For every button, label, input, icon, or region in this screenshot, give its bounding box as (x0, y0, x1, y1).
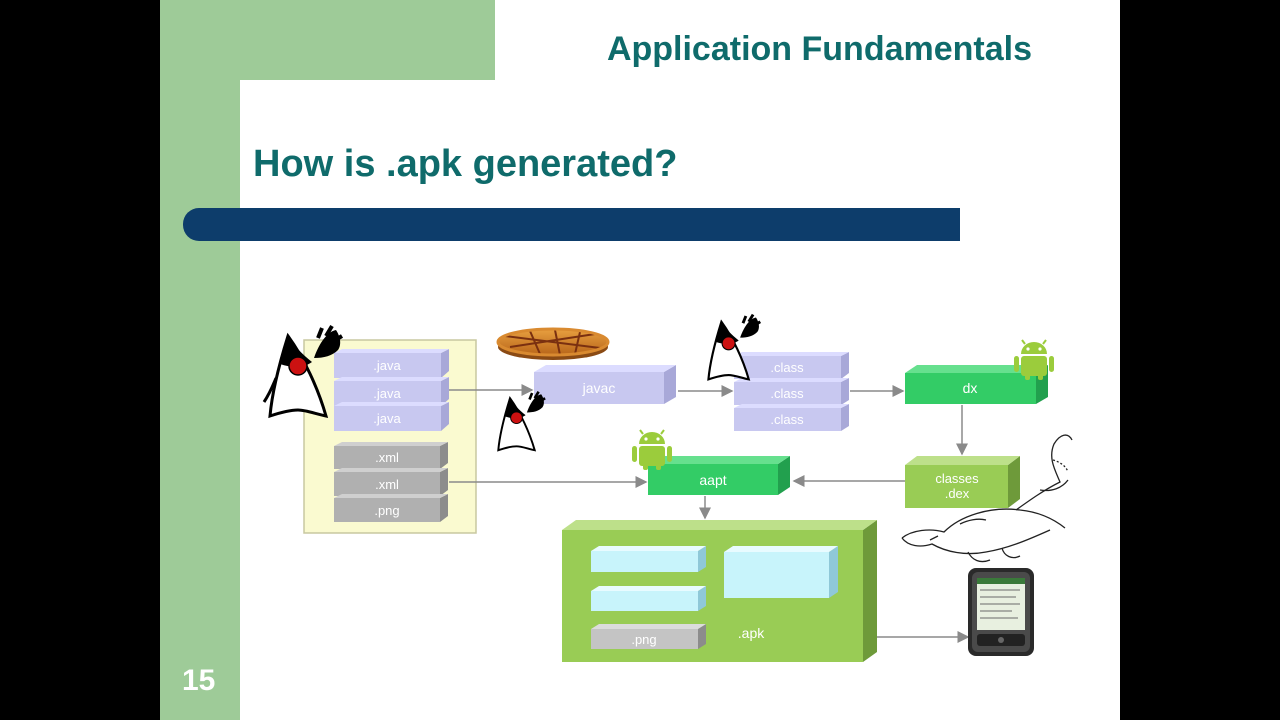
classes-dex-box: classes .dex (905, 456, 1020, 508)
java-file-label: .java (373, 411, 401, 426)
title-underline-bar (183, 208, 960, 241)
apk-label: .apk (738, 625, 765, 641)
classes-dex-label-line2: .dex (945, 486, 970, 501)
classes-dex-label-line1: classes (935, 471, 979, 486)
duke-mascot-class-icon (707, 313, 762, 381)
android-robot-icon (1014, 339, 1054, 380)
header-title: Application Fundamentals (606, 30, 1032, 68)
slide-title: How is .apk generated? (253, 143, 678, 185)
java-file-label: .java (373, 386, 401, 401)
aapt-box: aapt (648, 456, 790, 495)
xml-file-label: .xml (375, 477, 399, 492)
xml-file-label: .xml (375, 450, 399, 465)
javac-box: javac (534, 365, 676, 404)
java-file-1: .java (334, 349, 449, 378)
png-file-label: .png (374, 503, 399, 518)
content-corner (240, 80, 320, 160)
xml-file-2: .xml (334, 468, 448, 496)
apk-container: .apk .png (562, 520, 877, 662)
dx-label: dx (963, 380, 978, 396)
pie-icon (496, 327, 610, 360)
apk-build-diagram: .java .java .java .xml .xml (262, 313, 1073, 662)
slide-number: 15 (182, 664, 216, 697)
phone-icon (968, 568, 1034, 656)
apk-classes-dex (724, 546, 838, 598)
java-file-3: .java (334, 402, 449, 431)
java-file-2: .java (334, 377, 449, 406)
android-robot-icon (632, 429, 672, 470)
javac-label: javac (582, 380, 616, 396)
left-sidebar (160, 0, 240, 720)
platypus-icon (901, 434, 1073, 563)
class-file-3: .class (734, 404, 849, 431)
xml-file-1: .xml (334, 442, 448, 469)
aapt-label: aapt (699, 472, 726, 488)
png-file: .png (334, 494, 448, 522)
apk-png-label: .png (631, 632, 656, 647)
class-file-1: .class (734, 352, 849, 379)
class-file-2: .class (734, 378, 849, 405)
class-file-label: .class (770, 386, 804, 401)
java-file-label: .java (373, 358, 401, 373)
dx-box: dx (905, 365, 1048, 404)
class-file-label: .class (770, 360, 804, 375)
top-band (240, 0, 495, 80)
apk-png: .png (591, 624, 706, 649)
apk-xml-2 (591, 586, 706, 611)
duke-mascot-large-icon (262, 324, 344, 419)
class-file-label: .class (770, 412, 804, 427)
apk-xml-1 (591, 546, 706, 572)
duke-mascot-small-icon (497, 391, 546, 452)
slide: Application Fundamentals How is .apk gen… (160, 0, 1120, 720)
